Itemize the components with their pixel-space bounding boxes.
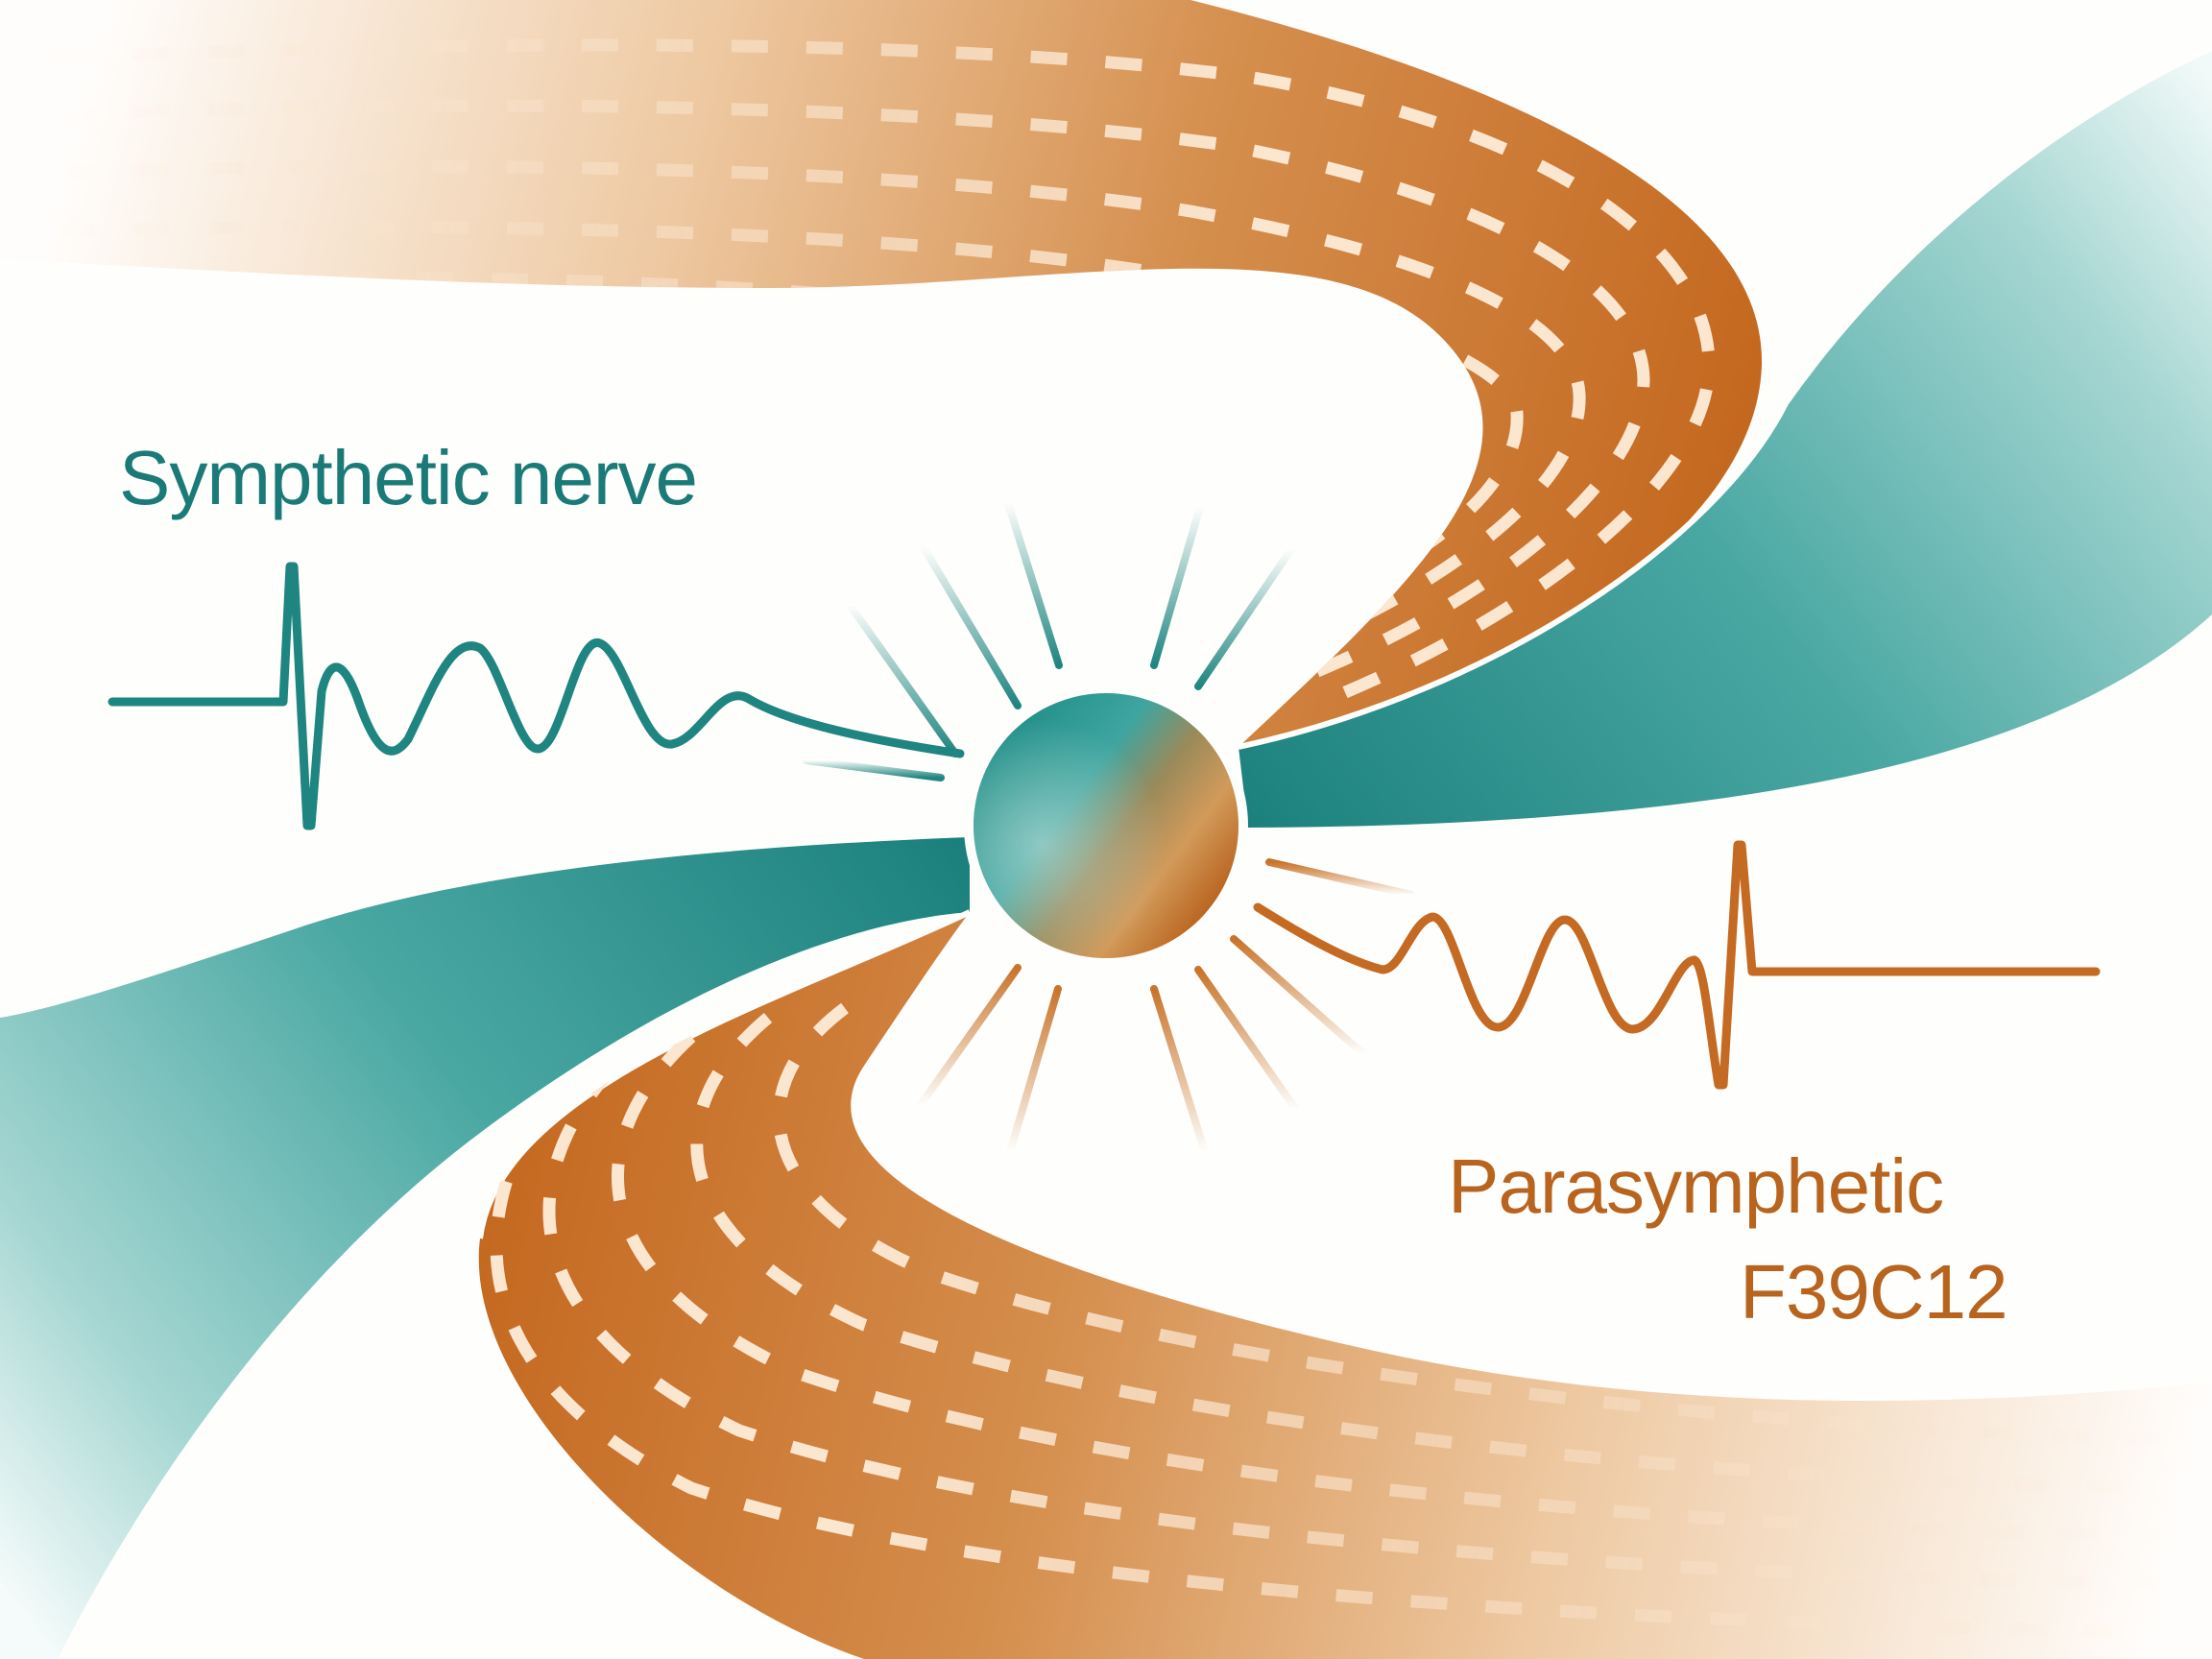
parasympathetic-rays — [916, 858, 1415, 1173]
sympathetic-rays — [803, 495, 1295, 781]
sympathetic-nerve-label: Sympthetic nerve — [119, 435, 698, 520]
lower-ribbon-dashes — [490, 1002, 2161, 1639]
sympathetic-waveform — [108, 562, 965, 830]
color-code-label: F39C12 — [1740, 1249, 2008, 1334]
central-sphere — [964, 684, 1248, 968]
upper-right-teal-ribbon — [1238, 48, 2212, 828]
parasympathetic-label: Parasymphetic — [1448, 1143, 1944, 1229]
lower-orange-ribbon — [477, 909, 2212, 1659]
parasympathetic-waveform — [1253, 840, 2101, 1090]
lower-left-teal-ribbon — [0, 837, 970, 1659]
